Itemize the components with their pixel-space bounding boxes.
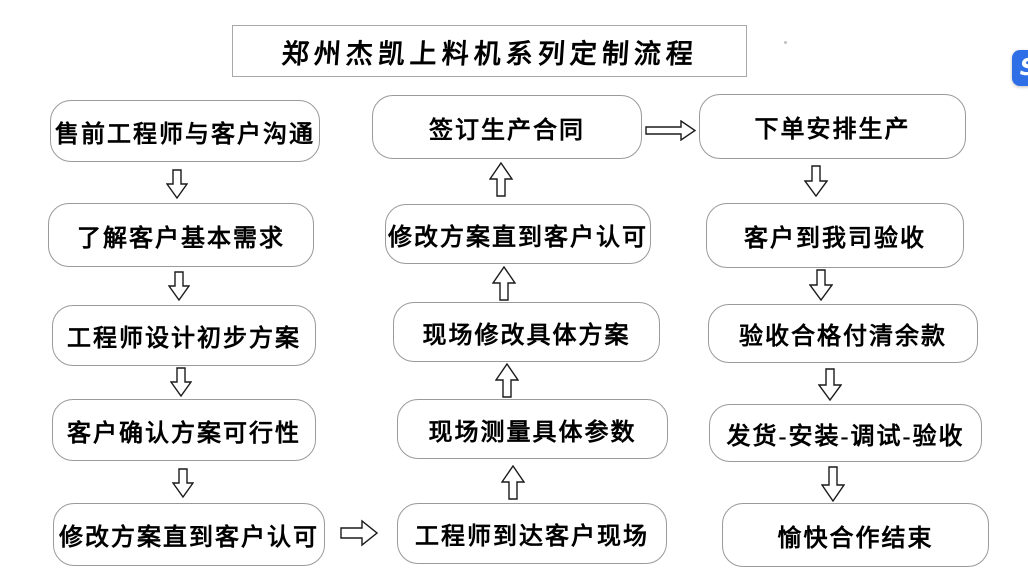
node-middle-5: 工程师到达客户现场 [397, 503, 667, 564]
node-label: 售前工程师与客户沟通 [55, 121, 315, 148]
node-middle-1: 签订生产合同 [372, 95, 642, 159]
node-left-1: 售前工程师与客户沟通 [50, 100, 320, 162]
node-label: 现场修改具体方案 [422, 322, 631, 349]
node-right-5: 愉快合作结束 [722, 503, 989, 567]
arrow-down-icon [821, 466, 845, 502]
node-right-1: 下单安排生产 [699, 94, 966, 159]
arrow-down-icon [809, 269, 833, 301]
stray-dot [784, 41, 787, 44]
node-label: 客户确认方案可行性 [67, 420, 301, 447]
node-middle-4: 现场测量具体参数 [397, 399, 668, 459]
arrow-up-icon [492, 266, 516, 301]
node-label: 了解客户基本需求 [77, 225, 285, 252]
arrow-down-icon [170, 367, 192, 397]
node-middle-3: 现场修改具体方案 [393, 302, 660, 362]
node-label: 签订生产合同 [429, 117, 585, 144]
node-middle-2: 修改方案直到客户认可 [385, 204, 651, 264]
node-left-5: 修改方案直到客户认可 [53, 503, 325, 566]
flowchart-title-box: 郑州杰凯上料机系列定制流程 [232, 25, 747, 77]
arrow-down-icon [804, 165, 828, 197]
node-left-3: 工程师设计初步方案 [52, 305, 316, 366]
arrow-up-icon [489, 162, 513, 197]
node-label: 下单安排生产 [754, 117, 911, 143]
arrow-down-icon [166, 169, 188, 199]
node-label: 验收合格付清余款 [739, 324, 947, 350]
node-label: 修改方案直到客户认可 [59, 525, 319, 551]
node-label: 客户到我司验收 [744, 226, 926, 252]
arrow-right-icon [645, 120, 696, 141]
node-right-2: 客户到我司验收 [706, 203, 964, 268]
s-logo-letter: S [1020, 56, 1028, 80]
arrow-up-icon [495, 363, 519, 398]
node-left-4: 客户确认方案可行性 [52, 399, 316, 461]
arrow-down-icon [818, 368, 842, 401]
node-left-2: 了解客户基本需求 [48, 203, 314, 267]
node-label: 工程师设计初步方案 [67, 326, 301, 352]
arrow-up-icon [501, 465, 525, 500]
node-label: 工程师到达客户现场 [415, 524, 649, 550]
node-label: 愉快合作结束 [777, 525, 934, 552]
node-label: 发货-安装-调试-验收 [726, 423, 965, 450]
node-label: 修改方案直到客户认可 [388, 224, 648, 251]
arrow-down-icon [172, 468, 194, 498]
node-right-3: 验收合格付清余款 [708, 304, 978, 363]
arrow-right-icon [340, 519, 378, 547]
flowchart-title: 郑州杰凯上料机系列定制流程 [280, 38, 699, 69]
arrow-down-icon [168, 271, 190, 301]
node-label: 现场测量具体参数 [428, 419, 637, 446]
s-logo-icon[interactable]: S [1012, 50, 1028, 86]
node-right-4: 发货-安装-调试-验收 [709, 404, 982, 462]
